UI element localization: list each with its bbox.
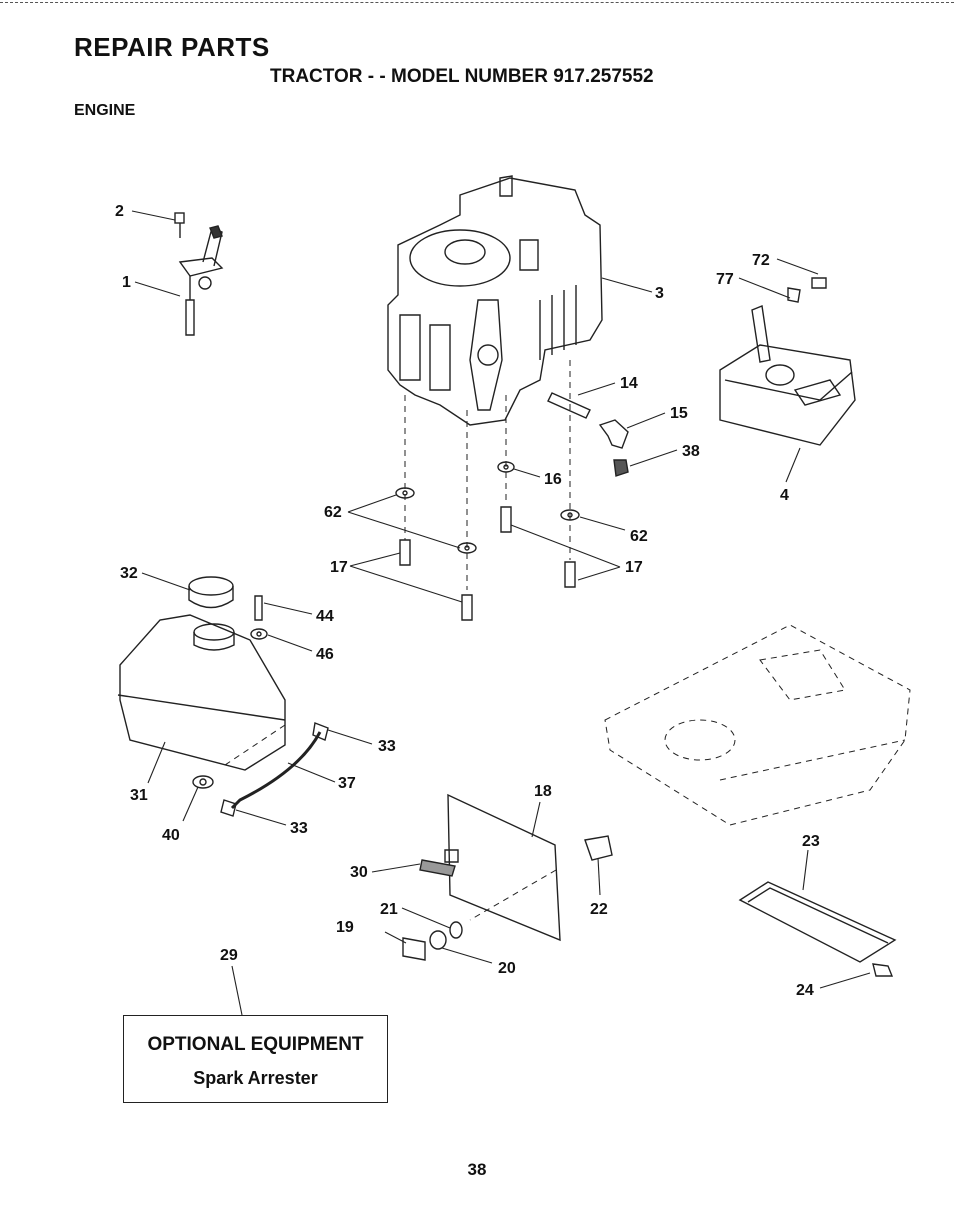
throttle-control-drawing [174,212,224,336]
callout-17-left: 17 [330,559,348,576]
callout-33-upper: 33 [378,738,396,755]
section-label: ENGINE [74,102,136,119]
callout-29: 29 [220,947,238,964]
callout-15: 15 [670,405,688,422]
engine-hardware-drawing [395,392,629,621]
callout-2: 2 [115,203,124,220]
callout-17-right: 17 [625,559,643,576]
callout-77: 77 [716,271,734,288]
heat-shield-drawing [402,793,613,961]
callout-20: 20 [498,960,516,977]
fuel-line-drawing [220,722,329,817]
callout-33-lower: 33 [290,820,308,837]
mounting-dash-lines [404,360,571,590]
callout-22: 22 [590,901,608,918]
callout-24: 24 [796,982,814,999]
callout-40: 40 [162,827,180,844]
callout-31: 31 [130,787,148,804]
callout-16: 16 [544,471,562,488]
callout-14: 14 [620,375,638,392]
page-number: 38 [467,1160,487,1179]
callout-38: 38 [682,443,700,460]
muffler-drawing [719,277,856,446]
callout-19: 19 [336,919,354,936]
callout-21: 21 [380,901,398,918]
fuel-tank-drawing [117,576,286,789]
optional-equipment-box: OPTIONAL EQUIPMENT Spark Arrester [123,1015,388,1103]
callout-1: 1 [122,274,131,291]
callout-leader-lines [131,210,871,1016]
callout-23: 23 [802,833,820,850]
callout-32: 32 [120,565,138,582]
callout-62-left: 62 [324,504,342,521]
optional-equipment-heading: OPTIONAL EQUIPMENT [147,1034,364,1055]
callout-44: 44 [316,608,334,625]
engine-drawing [387,175,603,426]
callout-3: 3 [655,285,664,302]
callout-46: 46 [316,646,334,663]
callout-62-right: 62 [630,528,648,545]
page-title: REPAIR PARTS [74,32,270,62]
callout-4: 4 [780,487,789,504]
chassis-frame-drawing [604,624,911,826]
cover-plate-drawing [738,881,897,977]
optional-equipment-item: Spark Arrester [193,1068,318,1088]
callout-30: 30 [350,864,368,881]
model-subtitle: TRACTOR - - MODEL NUMBER 917.257552 [270,66,654,87]
callout-18: 18 [534,783,552,800]
top-border-line [0,2,954,3]
callout-72: 72 [752,252,770,269]
callout-37: 37 [338,775,356,792]
callout-labels: 1 2 3 4 14 15 16 17 17 17 18 19 20 21 22… [115,203,820,999]
